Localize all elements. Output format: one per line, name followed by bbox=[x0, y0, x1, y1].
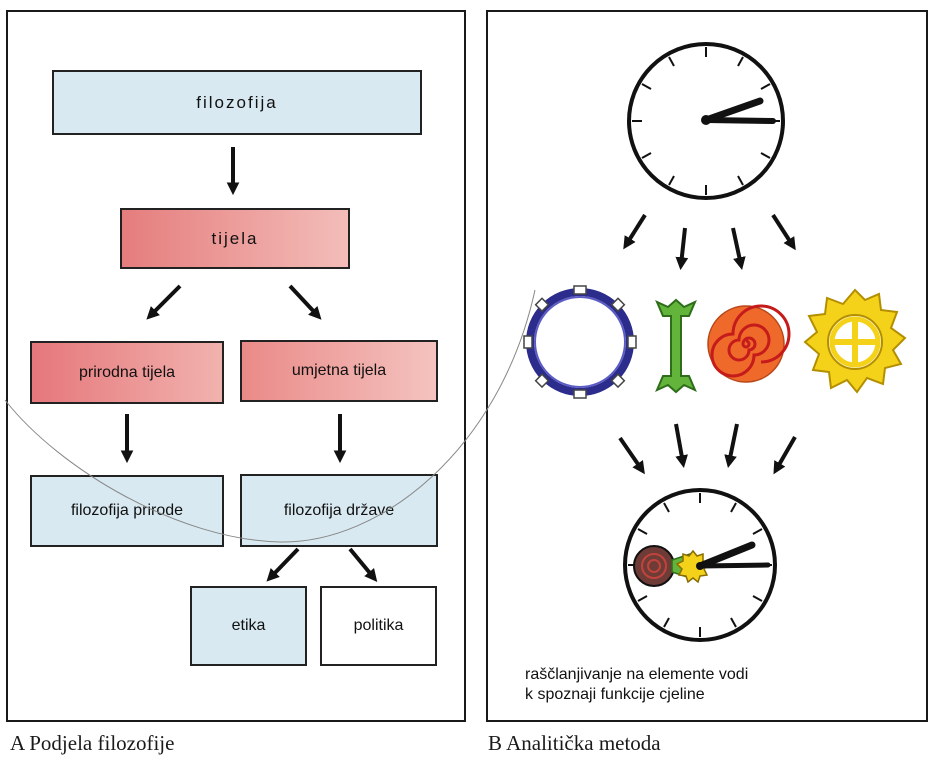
caption-a: A Podjela filozofije bbox=[10, 731, 175, 755]
arrow-tijela-prirodna bbox=[146, 284, 182, 320]
box-filozofija: filozofija bbox=[52, 70, 422, 135]
box-tijela: tijela bbox=[120, 208, 350, 269]
panel-b-arrows-top bbox=[623, 213, 796, 271]
clock-icon bbox=[627, 42, 785, 200]
box-filozofija-drzave: filozofija države bbox=[240, 474, 438, 547]
description-line-2: k spoznaji funkcije cjeline bbox=[525, 686, 705, 703]
box-prirodna-tijela: prirodna tijela bbox=[30, 341, 224, 404]
panel-a-arrows bbox=[120, 147, 378, 582]
bone-lever-icon bbox=[655, 298, 697, 394]
ring-icon bbox=[523, 285, 637, 399]
panel-b-arrows-bottom bbox=[618, 423, 797, 475]
arrow-tijela-umjetna bbox=[288, 284, 322, 320]
sun-wheel-icon bbox=[803, 288, 907, 394]
box-filozofija-prirode: filozofija prirode bbox=[30, 475, 224, 547]
spiral-icon bbox=[707, 304, 791, 383]
arrow-drzave-etika bbox=[266, 547, 300, 582]
box-politika: politika bbox=[320, 586, 437, 666]
caption-b: B Analitička metoda bbox=[488, 731, 661, 755]
arrow-drzave-politika bbox=[348, 547, 378, 582]
box-etika: etika bbox=[190, 586, 307, 666]
box-umjetna-tijela: umjetna tijela bbox=[240, 340, 438, 402]
assembled-clock-icon bbox=[623, 488, 777, 642]
page-crease-line bbox=[4, 289, 536, 543]
description-line-1: raščlanjivanje na elemente vodi bbox=[525, 666, 749, 683]
